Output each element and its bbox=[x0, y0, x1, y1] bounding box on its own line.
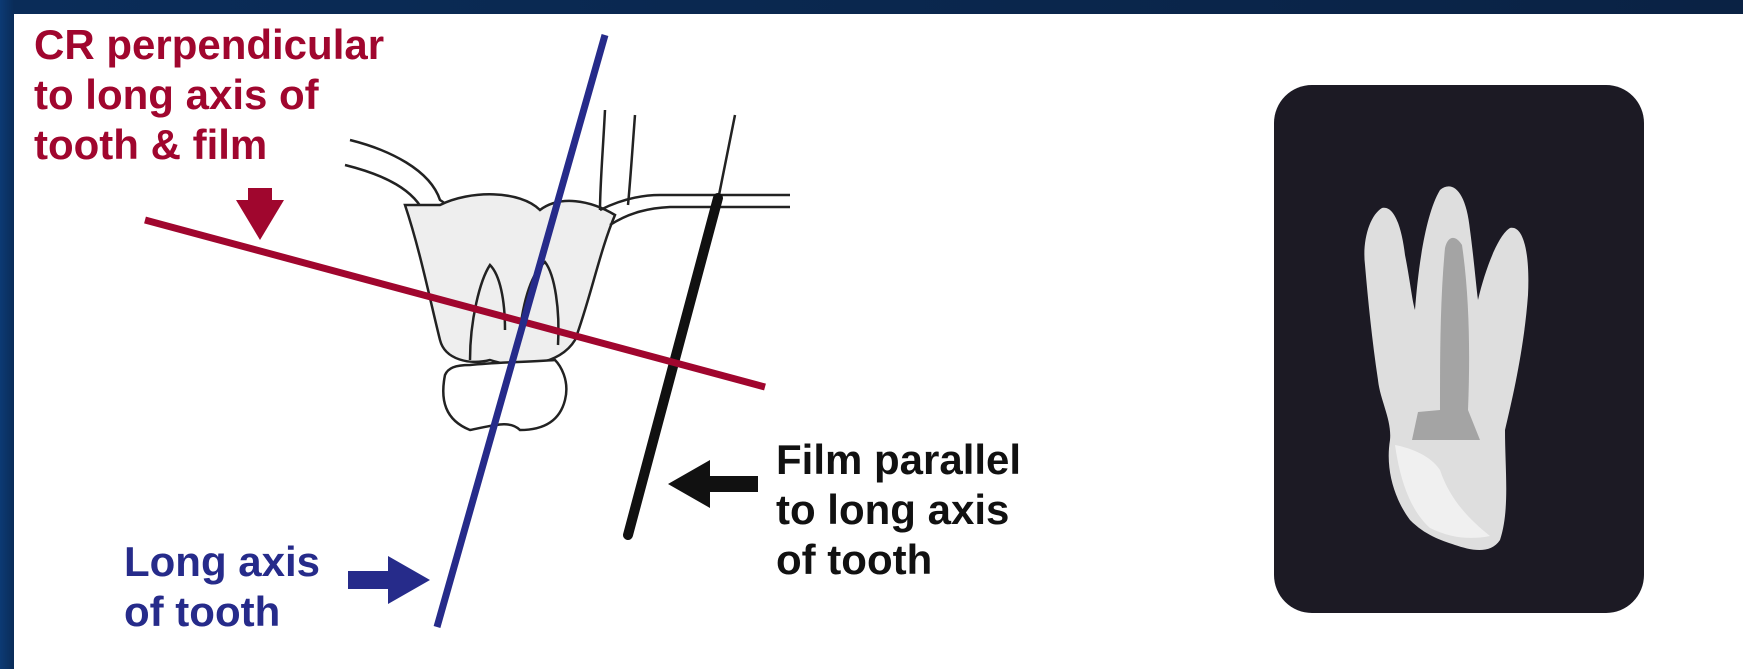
film-arrow bbox=[668, 460, 758, 508]
sinus-wall-2 bbox=[610, 207, 790, 225]
film-label-line: of tooth bbox=[776, 535, 1021, 585]
radiograph-image bbox=[1274, 85, 1644, 613]
cr-label-line: CR perpendicular bbox=[34, 20, 384, 70]
cr-label: CR perpendicular to long axis of tooth &… bbox=[34, 20, 384, 170]
cr-label-line: tooth & film bbox=[34, 120, 384, 170]
axis-arrow bbox=[348, 556, 430, 604]
cr-label-line: to long axis of bbox=[34, 70, 384, 120]
axis-label: Long axis of tooth bbox=[124, 537, 320, 637]
cr-arrow bbox=[236, 188, 284, 240]
film-label: Film parallel to long axis of tooth bbox=[776, 435, 1021, 585]
axis-label-line: Long axis bbox=[124, 537, 320, 587]
nasal-wall bbox=[600, 110, 605, 210]
septum bbox=[718, 115, 735, 200]
film-label-line: Film parallel bbox=[776, 435, 1021, 485]
axis-label-line: of tooth bbox=[124, 587, 320, 637]
nasal-wall-2 bbox=[628, 115, 635, 205]
film-label-line: to long axis bbox=[776, 485, 1021, 535]
